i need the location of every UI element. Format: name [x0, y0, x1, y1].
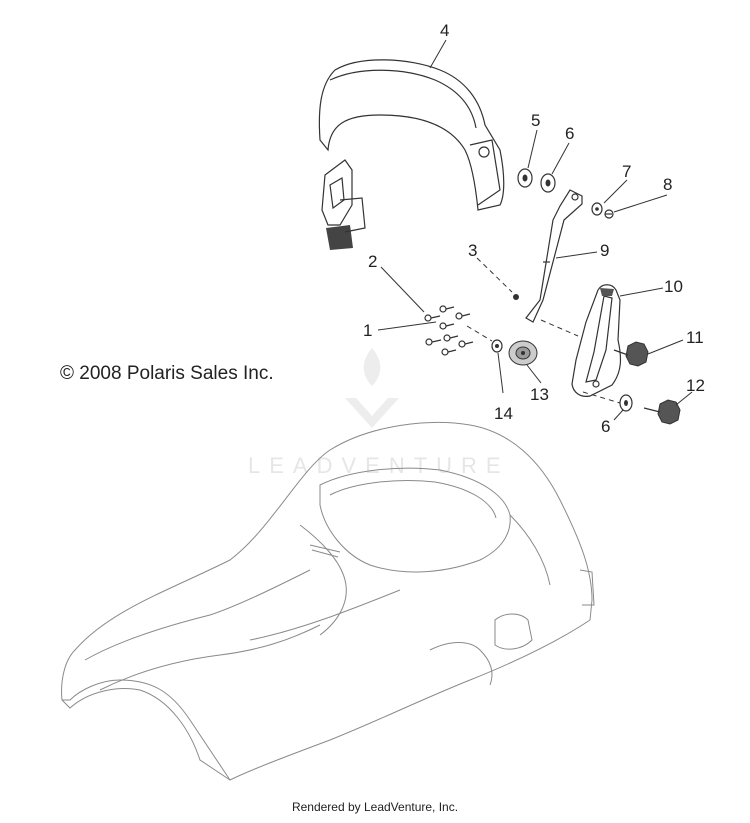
bolt: [424, 314, 441, 322]
callout-2: 2: [368, 252, 377, 271]
bolt: [443, 334, 459, 342]
callout-11: 11: [686, 328, 704, 347]
bolt: [441, 348, 457, 356]
knob-12: [643, 399, 681, 425]
callout-4: 4: [440, 21, 449, 40]
knob-11: [613, 341, 649, 367]
seat: [61, 421, 595, 781]
callout-labels: 4 5 6 7 8 9 3 2 10 1 11 12 14 13 6: [363, 21, 705, 436]
washer-6-upper: [540, 173, 556, 193]
leadventure-watermark: LEADVENTURE: [248, 348, 510, 478]
fastener-cluster: [424, 305, 474, 356]
copyright-notice: © 2008 Polaris Sales Inc.: [60, 363, 274, 384]
arm-rod-9: [525, 189, 583, 323]
bumper-13: [508, 340, 538, 366]
callout-10: 10: [664, 277, 683, 296]
callout-8: 8: [663, 175, 672, 194]
callout-6-lower: 6: [601, 417, 610, 436]
nut-3: [513, 294, 519, 300]
washer-6-lower: [619, 394, 633, 412]
callout-5: 5: [531, 111, 540, 130]
side-handle-10: [571, 284, 622, 397]
washer-7: [591, 202, 603, 216]
callout-3: 3: [468, 241, 477, 260]
bushing-14: [491, 339, 503, 353]
bolt: [439, 322, 455, 330]
watermark-text: LEADVENTURE: [248, 453, 510, 478]
callout-1: 1: [363, 321, 372, 340]
backrest-pad: [318, 59, 505, 250]
callout-6-upper: 6: [565, 124, 574, 143]
callout-12: 12: [686, 376, 705, 395]
leader-lines: [377, 39, 693, 421]
callout-13: 13: [530, 385, 549, 404]
bolt: [458, 340, 474, 348]
callout-7: 7: [622, 162, 631, 181]
bolt: [439, 305, 455, 313]
callout-14: 14: [494, 404, 513, 423]
callout-9: 9: [600, 241, 609, 260]
render-credit: Rendered by LeadVenture, Inc.: [291, 800, 459, 814]
washer-5: [517, 168, 533, 188]
screw-8: [604, 209, 614, 219]
bolt: [425, 338, 442, 346]
bolt: [455, 312, 471, 320]
